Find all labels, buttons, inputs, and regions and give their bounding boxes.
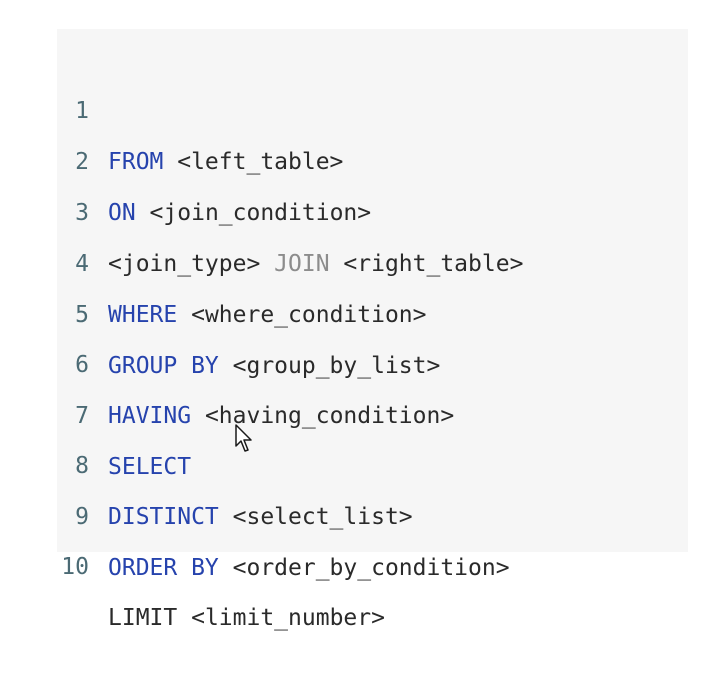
code-text: SELECT [108, 442, 191, 493]
code-text: ORDER BY <order_by_condition> [108, 543, 510, 594]
code-text: GROUP BY <group_by_list> [108, 341, 440, 392]
sql-keyword: LIMIT [108, 605, 178, 631]
sql-keyword: DISTINCT [108, 504, 219, 530]
sql-keyword: ON [108, 200, 136, 226]
sql-text: <group_by_list> [218, 353, 441, 379]
sql-keyword: WHERE [108, 302, 178, 328]
line-number: 3 [75, 200, 89, 226]
code-text: ON <join_condition> [108, 188, 371, 239]
sql-text: <join_type> [108, 251, 275, 277]
line-number: 8 [75, 453, 89, 479]
code-text: FROM <left_table> [108, 137, 343, 188]
code-line: 5 GROUP BY <group_by_list> [57, 239, 688, 379]
line-number: 7 [75, 403, 89, 429]
code-line: 9 ORDER BY <order_by_condition> [57, 441, 688, 581]
sql-text: <limit_number> [177, 605, 385, 631]
code-line: 3 <join_type> JOIN <right_table> [57, 137, 688, 277]
sql-keyword: FROM [108, 149, 164, 175]
code-text: <join_type> JOIN <right_table> [108, 239, 523, 290]
code-line: 2 ON <join_condition> [57, 86, 688, 226]
sql-text: <order_by_condition> [218, 555, 510, 581]
line-number: 6 [75, 352, 89, 378]
line-number: 1 [75, 98, 89, 124]
line-number: 2 [75, 149, 89, 175]
sql-keyword: JOIN [274, 251, 330, 277]
line-number: 4 [75, 251, 89, 277]
sql-text: <where_condition> [177, 302, 427, 328]
sql-text: <select_list> [218, 504, 413, 530]
sql-keyword: GROUP BY [108, 353, 219, 379]
line-number: 9 [75, 504, 89, 530]
mouse-pointer-icon [235, 424, 252, 452]
sql-text: <having_condition> [191, 403, 455, 429]
sql-keyword: HAVING [108, 403, 192, 429]
code-text: HAVING <having_condition> [108, 391, 454, 442]
code-text: LIMIT <limit_number> [108, 593, 385, 644]
code-line: 8 DISTINCT <select_list> [57, 390, 688, 530]
sql-text: <left_table> [163, 149, 344, 175]
code-line: 10 LIMIT <limit_number> [57, 491, 688, 631]
sql-keyword: SELECT [108, 454, 192, 480]
code-line: 6 HAVING <having_condition> [57, 289, 688, 429]
code-line: 1 FROM <left_table> [57, 35, 688, 175]
line-number: 5 [75, 302, 89, 328]
code-line: 4 WHERE <where_condition> [57, 188, 688, 328]
code-line: 7 SELECT [57, 340, 688, 480]
code-text: DISTINCT <select_list> [108, 492, 413, 543]
code-block: 1 FROM <left_table> 2 ON <join_condition… [57, 29, 688, 631]
line-number: 10 [61, 554, 89, 580]
code-text: WHERE <where_condition> [108, 290, 427, 341]
sql-text: <right_table> [329, 251, 524, 277]
sql-keyword: ORDER BY [108, 555, 219, 581]
sql-text: <join_condition> [135, 200, 372, 226]
